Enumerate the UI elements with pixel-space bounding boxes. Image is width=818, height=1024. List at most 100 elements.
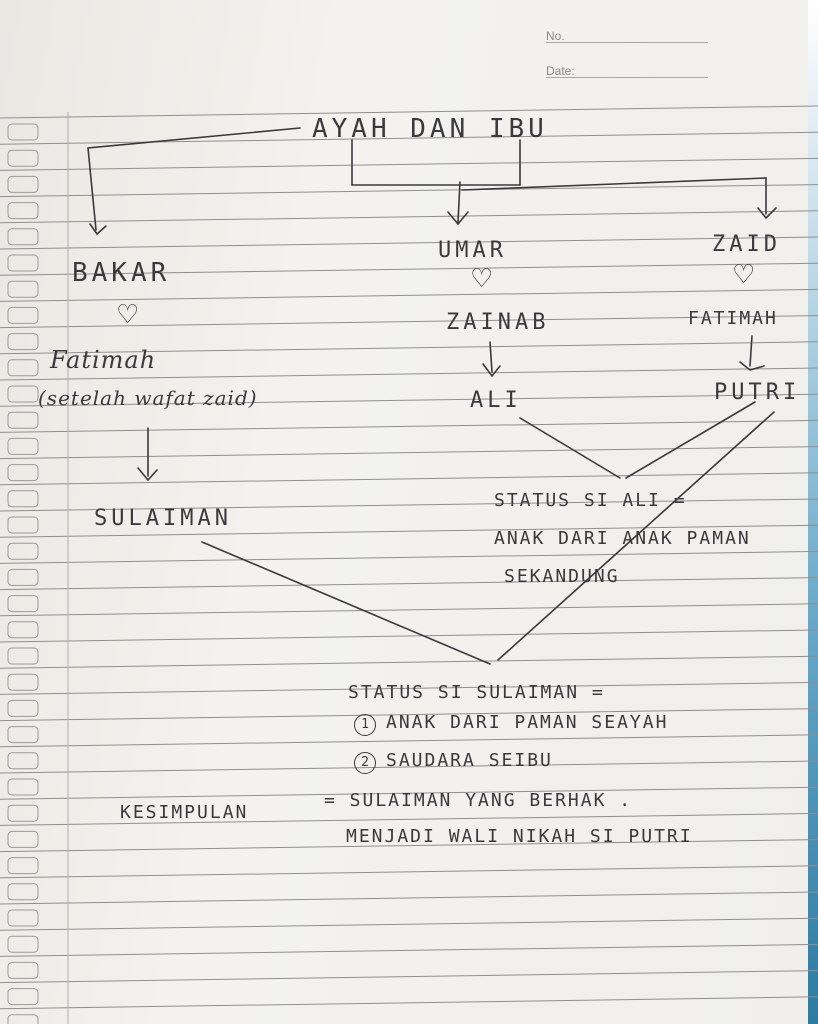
- ruled-line: [0, 341, 818, 355]
- ali-to-status-line: [519, 417, 621, 479]
- binding-hole: [7, 909, 39, 927]
- binding-hole: [7, 726, 39, 744]
- binding-hole: [7, 149, 39, 167]
- binding-hole: [7, 857, 39, 875]
- binding-hole: [7, 516, 39, 534]
- ruled-line: [0, 210, 818, 224]
- ruled-line: [0, 184, 818, 198]
- ruled-line: [0, 472, 818, 486]
- ruled-line: [0, 393, 818, 407]
- binding-hole: [7, 778, 39, 796]
- parents-label: AYAH DAN IBU: [312, 114, 548, 144]
- conclusion-line1: = SULAIMAN YANG BERHAK .: [324, 790, 633, 811]
- ruled-line: [0, 262, 818, 276]
- binding-hole: [7, 961, 39, 979]
- no-field-line: [546, 42, 708, 43]
- binding-hole: [7, 568, 39, 586]
- zaid-label: ZAID: [712, 232, 781, 257]
- binding-hole: [7, 804, 39, 822]
- number-one-icon: 1: [354, 714, 376, 736]
- ruled-line: [0, 315, 818, 329]
- parents-to-bakar-line: [87, 127, 301, 231]
- fatimah-right-label: FATIMAH: [688, 308, 778, 329]
- arrow-down-icon: [447, 211, 469, 226]
- binding-hole: [7, 280, 39, 298]
- binding-hole: [7, 935, 39, 953]
- putri-label: PUTRI: [714, 380, 801, 405]
- ruled-line: [0, 367, 818, 381]
- ruled-line: [0, 943, 818, 957]
- parents-to-umar-line: [457, 181, 461, 223]
- sulaiman-label: SULAIMAN: [94, 506, 232, 531]
- fatimah-note: (setelah wafat zaid): [38, 386, 258, 410]
- fatimah-to-putri-line: [749, 335, 753, 367]
- conclusion-label: KESIMPULAN: [120, 802, 249, 823]
- no-label: No.: [546, 29, 565, 43]
- arrow-down-icon: [757, 207, 777, 220]
- status-sulaiman-item1-text: ANAK DARI PAMAN SEAYAH: [386, 712, 669, 733]
- binding-hole: [7, 1014, 39, 1024]
- arrow-down-icon: [89, 223, 107, 236]
- binding-hole: [7, 490, 39, 508]
- binding-hole: [7, 175, 39, 193]
- binding-hole: [7, 359, 39, 377]
- ruled-line: [0, 812, 818, 826]
- status-sulaiman-item1: 1 ANAK DARI PAMAN SEAYAH: [354, 712, 668, 736]
- parents-bracket: [351, 139, 521, 186]
- binding-hole: [7, 333, 39, 351]
- binding-hole: [7, 595, 39, 613]
- ruled-line: [0, 708, 818, 722]
- ruled-line: [0, 603, 818, 617]
- binding-hole: [7, 673, 39, 691]
- sulaiman-to-status-line: [201, 541, 491, 665]
- binding-hole: [7, 464, 39, 482]
- ruled-line: [0, 839, 818, 853]
- ruled-line: [0, 786, 818, 800]
- ruled-line: [0, 105, 818, 119]
- binding-hole: [7, 621, 39, 639]
- binding-hole: [7, 437, 39, 455]
- ruled-line: [0, 970, 818, 984]
- date-field-line: [546, 77, 708, 78]
- ruled-line: [0, 996, 818, 1010]
- binding-hole: [7, 123, 39, 141]
- ruled-line: [0, 419, 818, 433]
- ruled-line: [0, 131, 818, 145]
- ruled-line: [0, 629, 818, 643]
- page-edge: [808, 0, 818, 1024]
- binding-hole: [7, 883, 39, 901]
- number-two-icon: 2: [354, 752, 376, 774]
- binding-hole: [7, 699, 39, 717]
- binding-hole: [7, 228, 39, 246]
- binding-hole: [7, 202, 39, 220]
- ruled-line: [0, 760, 818, 774]
- conclusion-line2: MENJADI WALI NIKAH SI PUTRI: [346, 826, 693, 847]
- binding-hole: [7, 306, 39, 324]
- heart-icon: ♡: [732, 260, 756, 290]
- date-label: Date:: [546, 64, 575, 78]
- putri-to-status-line: [625, 401, 756, 479]
- arrow-down-icon: [137, 467, 158, 482]
- binding-hole: [7, 254, 39, 272]
- binding-hole: [7, 542, 39, 560]
- status-ali-line3: SEKANDUNG: [504, 566, 620, 587]
- ruled-line: [0, 655, 818, 669]
- zainab-label: ZAINAB: [446, 310, 550, 335]
- ali-label: ALI: [470, 388, 522, 413]
- ruled-line: [0, 498, 818, 512]
- fatimah-left-label: Fatimah: [50, 346, 157, 374]
- ruled-line: [0, 734, 818, 748]
- binding-hole: [7, 385, 39, 403]
- ruled-line: [0, 891, 818, 905]
- putri-to-sulaiman-status-line: [497, 411, 775, 661]
- ruled-line: [0, 157, 818, 171]
- ruled-line: [0, 446, 818, 460]
- status-sulaiman-title: STATUS SI SULAIMAN =: [348, 682, 605, 703]
- status-sulaiman-item2-text: SAUDARA SEIBU: [386, 750, 553, 771]
- arrow-down-icon: [739, 361, 765, 371]
- status-sulaiman-item2: 2 SAUDARA SEIBU: [354, 750, 553, 774]
- ruled-line: [0, 288, 818, 302]
- parents-to-zaid-line: [461, 177, 767, 215]
- binding-hole: [7, 752, 39, 770]
